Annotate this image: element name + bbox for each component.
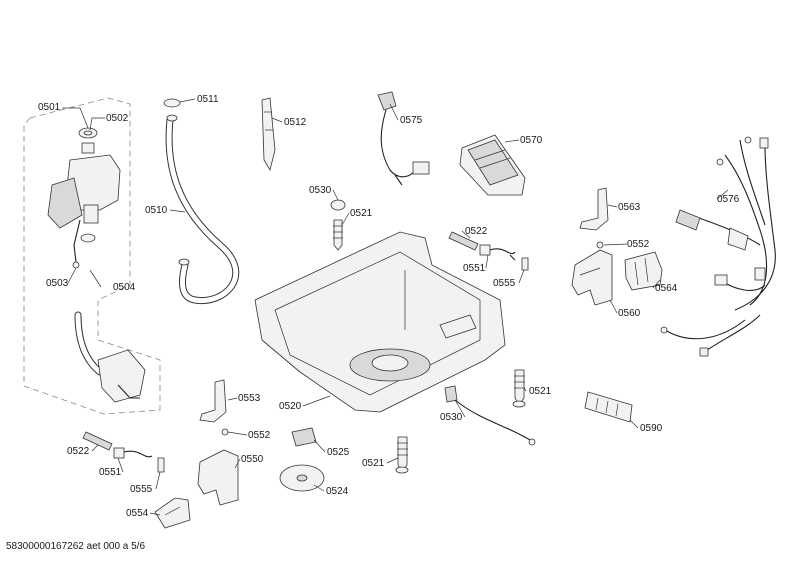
part-label-0521-lower: 0521 <box>362 458 385 469</box>
part-label-0504: 0504 <box>113 282 136 293</box>
part-label-0551-upper: 0551 <box>463 263 486 274</box>
part-label-0575: 0575 <box>400 115 423 126</box>
cable-0575-part <box>377 91 430 186</box>
disc-0524-part <box>279 464 325 492</box>
part-label-0555-lower: 0555 <box>130 484 153 495</box>
part-label-0552-lower: 0552 <box>248 430 271 441</box>
document-footer: 58300000167262 aet 000 a 5/6 <box>6 541 146 552</box>
part-label-0520: 0520 <box>279 401 302 412</box>
part-label-0560: 0560 <box>618 308 641 319</box>
part-label-0590: 0590 <box>640 423 663 434</box>
harness-0576-part <box>660 136 776 357</box>
part-label-0530-upper: 0530 <box>309 185 332 196</box>
hose-0510-part <box>163 98 240 305</box>
bracket-0512-part <box>261 97 276 172</box>
part-label-0521-right: 0521 <box>529 386 552 397</box>
foot-0530-upper-part <box>330 199 346 251</box>
part-label-0501: 0501 <box>38 102 61 113</box>
part-label-0551-lower: 0551 <box>99 467 122 478</box>
part-label-0522-upper: 0522 <box>465 226 488 237</box>
bracket-0560-part <box>571 187 613 306</box>
hose-lower-left-part <box>74 311 146 403</box>
module-0570-part <box>459 134 526 196</box>
part-label-0512: 0512 <box>284 117 307 128</box>
part-label-0553: 0553 <box>238 393 261 404</box>
heater-0522-upper-part <box>448 231 529 271</box>
cover-0590-part <box>584 391 633 423</box>
part-label-0511: 0511 <box>197 94 219 105</box>
bracket-0554-part <box>154 497 191 529</box>
base-tub-0520-part <box>254 231 506 413</box>
part-label-0522-lower: 0522 <box>67 446 90 457</box>
part-label-0521-upper: 0521 <box>350 208 373 219</box>
part-label-0525: 0525 <box>327 447 350 458</box>
bracket-0564-part <box>624 251 663 291</box>
foot-0521-right-part <box>512 369 526 408</box>
part-label-0555-upper: 0555 <box>493 278 516 289</box>
leader-lines <box>62 98 729 516</box>
inlet-valve-group-outline <box>23 97 161 415</box>
part-label-0502: 0502 <box>106 113 129 124</box>
heater-0522-lower-part <box>82 431 165 473</box>
part-label-0503: 0503 <box>46 278 69 289</box>
clip-0525-part <box>291 427 317 447</box>
foot-0521-lower-part <box>395 436 409 474</box>
part-label-0563: 0563 <box>618 202 641 213</box>
part-label-0550: 0550 <box>241 454 264 465</box>
cable-0530-lower-part <box>444 385 536 446</box>
part-label-0524: 0524 <box>326 486 349 497</box>
part-label-0552-upper: 0552 <box>627 239 650 250</box>
inlet-valve-part <box>47 127 121 269</box>
part-label-0564: 0564 <box>655 283 678 294</box>
bracket-0550-part <box>197 379 239 506</box>
part-label-0576: 0576 <box>717 194 740 205</box>
part-label-0530-lower: 0530 <box>440 412 463 423</box>
part-label-0554: 0554 <box>126 508 149 519</box>
part-label-0570: 0570 <box>520 135 543 146</box>
part-label-0510: 0510 <box>145 205 168 216</box>
